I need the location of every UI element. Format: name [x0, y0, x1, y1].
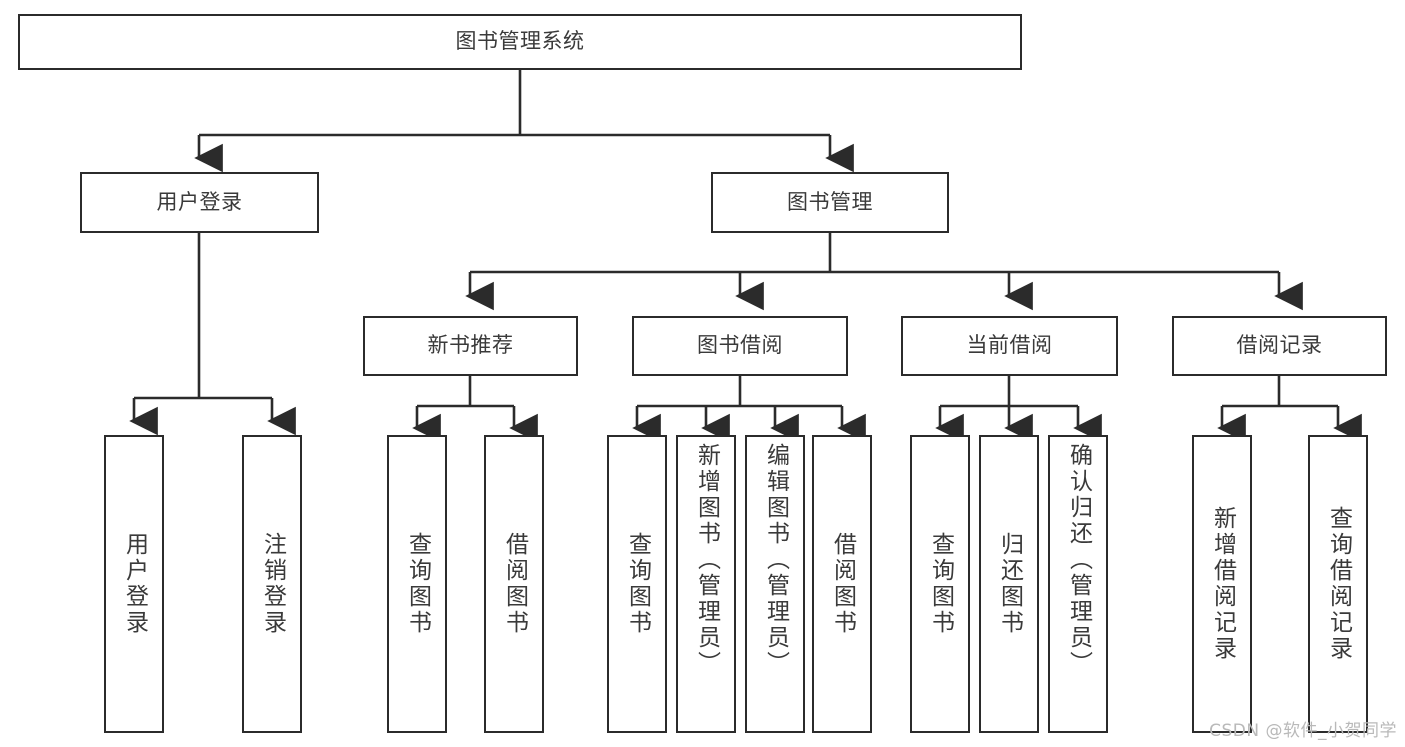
leaf-borrow-query-book[interactable]: 查询图书 [607, 435, 667, 733]
leaf-user-login-logout[interactable]: 注销登录 [242, 435, 302, 733]
leaf-current-return-book[interactable]: 归还图书 [979, 435, 1039, 733]
node-label: 查询图书 [404, 532, 431, 636]
leaf-record-query[interactable]: 查询借阅记录 [1308, 435, 1368, 733]
node-label: 图书借阅 [697, 333, 783, 358]
node-label: 新增借阅记录 [1209, 506, 1236, 662]
node-label: 确认归还（管理员） [1065, 443, 1092, 677]
node-label: 图书管理系统 [455, 29, 585, 54]
node-user-login[interactable]: 用户登录 [80, 172, 319, 233]
node-label: 借阅图书 [829, 532, 856, 636]
node-label: 当前借阅 [966, 333, 1053, 358]
leaf-current-query-book[interactable]: 查询图书 [910, 435, 970, 733]
node-label: 新书推荐 [427, 333, 514, 358]
node-book-borrow[interactable]: 图书借阅 [632, 316, 848, 376]
node-label: 新增图书（管理员） [693, 443, 720, 677]
watermark: CSDN @软件_小贺同学 [1209, 721, 1397, 741]
node-label: 查询图书 [927, 532, 954, 636]
leaf-new-book-query[interactable]: 查询图书 [387, 435, 447, 733]
node-label: 借阅记录 [1236, 333, 1323, 358]
node-label: 用户登录 [121, 532, 148, 636]
leaf-borrow-add-book-admin[interactable]: 新增图书（管理员） [676, 435, 736, 733]
node-root-system[interactable]: 图书管理系统 [18, 14, 1022, 70]
node-label: 用户登录 [156, 189, 243, 214]
node-label: 查询借阅记录 [1325, 506, 1352, 662]
node-label: 查询图书 [624, 532, 651, 636]
leaf-new-book-borrow[interactable]: 借阅图书 [484, 435, 544, 733]
node-book-management[interactable]: 图书管理 [711, 172, 949, 233]
node-new-book-recommend[interactable]: 新书推荐 [363, 316, 578, 376]
node-label: 归还图书 [996, 532, 1023, 636]
node-label: 借阅图书 [501, 532, 528, 636]
leaf-current-confirm-return-admin[interactable]: 确认归还（管理员） [1048, 435, 1108, 733]
node-borrow-record[interactable]: 借阅记录 [1172, 316, 1387, 376]
leaf-borrow-edit-book-admin[interactable]: 编辑图书（管理员） [745, 435, 805, 733]
node-current-borrow[interactable]: 当前借阅 [901, 316, 1118, 376]
node-label: 编辑图书（管理员） [762, 443, 789, 677]
node-label: 图书管理 [787, 189, 873, 214]
leaf-user-login-login[interactable]: 用户登录 [104, 435, 164, 733]
leaf-record-add[interactable]: 新增借阅记录 [1192, 435, 1252, 733]
leaf-borrow-borrow-book[interactable]: 借阅图书 [812, 435, 872, 733]
node-label: 注销登录 [259, 532, 286, 636]
